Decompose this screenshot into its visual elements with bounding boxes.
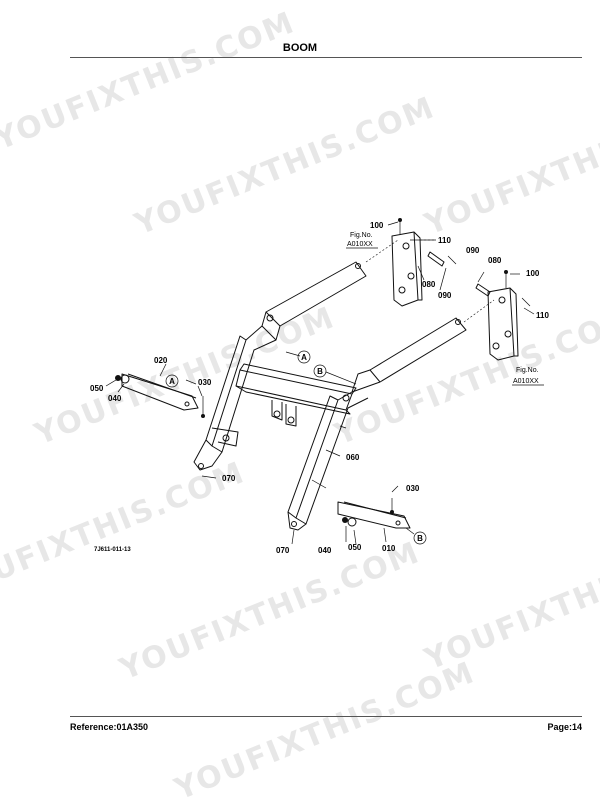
- callout-020: 020: [154, 356, 168, 365]
- callout-100: 100: [526, 269, 540, 278]
- callout-080: 080: [422, 280, 436, 289]
- section-marks: A A B B: [165, 350, 427, 545]
- callout-050: 050: [90, 384, 104, 393]
- callout-040: 040: [318, 546, 332, 555]
- footer-divider: [70, 716, 582, 717]
- header-divider: [70, 57, 582, 58]
- section-mark-a: A: [301, 353, 307, 362]
- callout-090: 090: [438, 291, 452, 300]
- callout-080: 080: [488, 256, 502, 265]
- callout-030: 030: [406, 484, 420, 493]
- callout-070: 070: [276, 546, 290, 555]
- callout-090: 090: [466, 246, 480, 255]
- left-boom-arm: [193, 261, 367, 471]
- catalog-number: 7J611-011-13: [94, 547, 131, 553]
- callout-030: 030: [198, 378, 212, 387]
- cross-tube: [235, 363, 357, 427]
- page-number: Page:14: [547, 722, 582, 732]
- left-bracket: [115, 373, 205, 418]
- right-boom-arm: [287, 317, 467, 531]
- fig-label: Fig.No.: [516, 367, 539, 374]
- figure-references: Fig.No. A010XX Fig.No. A010XX: [346, 232, 544, 386]
- section-mark-b: B: [417, 534, 423, 543]
- callout-050: 050: [348, 543, 362, 552]
- section-mark-b: B: [317, 367, 323, 376]
- upper-left-mount: [365, 218, 445, 307]
- callout-110: 110: [438, 236, 451, 245]
- page-title: BOOM: [282, 42, 318, 54]
- fig-number: A010XX: [347, 241, 373, 248]
- callout-070: 070: [222, 474, 236, 483]
- part-callouts: 100 110 080 090 090 080 100 110 020 050 …: [90, 221, 549, 555]
- upper-right-mount: [463, 270, 531, 361]
- callout-110: 110: [536, 311, 549, 320]
- boom-parts-diagram: A A B B Fig.No. A010XX Fig.No. A010XX 10…: [90, 218, 549, 555]
- reference-label: Reference:01A350: [70, 722, 149, 732]
- callout-040: 040: [108, 394, 122, 403]
- fig-label: Fig.No.: [350, 232, 373, 239]
- right-bracket: [337, 498, 411, 529]
- fig-number: A010XX: [513, 378, 539, 385]
- callout-010: 010: [382, 544, 396, 553]
- callout-100: 100: [370, 221, 384, 230]
- leader-lines: [105, 221, 535, 545]
- callout-060: 060: [346, 453, 360, 462]
- section-mark-a: A: [169, 377, 175, 386]
